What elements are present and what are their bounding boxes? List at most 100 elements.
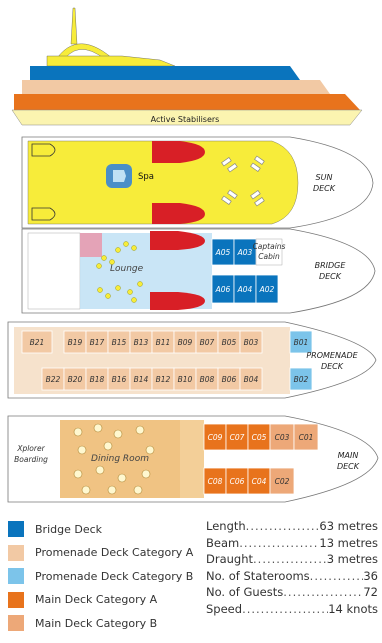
cabin-b01-label: B01	[294, 338, 309, 347]
spec-draught: Draught 3 metres	[206, 551, 378, 568]
mast	[70, 7, 78, 45]
cabin-a05-label: A05	[215, 248, 231, 257]
promenade-deck-name: PROMENADE	[306, 351, 358, 360]
sun-deck-floor	[27, 140, 299, 225]
cabin-b18-label: B18	[90, 375, 105, 384]
spec-beam: Beam 13 metres	[206, 535, 378, 552]
cabin-b02-label: B02	[294, 375, 309, 384]
legend-item-main-a: Main Deck Category A	[8, 591, 198, 609]
legend-item-promenade-b: Promenade Deck Category B	[8, 567, 198, 585]
sun-deck-profile	[46, 55, 176, 67]
dining-table-icons	[73, 423, 155, 495]
bridge-deck-profile	[30, 66, 300, 80]
spa-label: Spa	[138, 172, 154, 182]
spec-staterooms: No. of Staterooms 36	[206, 568, 378, 585]
ship-profile: Active Stabilisers	[11, 7, 363, 126]
legend-item-promenade-a: Promenade Deck Category A	[8, 544, 198, 562]
cabin-b02-box	[289, 367, 313, 391]
spec-value: 63 metres	[319, 519, 378, 533]
cabin-b16-label: B16	[112, 375, 127, 384]
lounge-furniture-icons	[96, 241, 143, 303]
promenade-deck-profile	[22, 80, 330, 94]
bridge-lower-red-block	[150, 292, 205, 310]
spa-icon	[113, 170, 126, 182]
cabin-b03-label: B03	[244, 338, 259, 347]
sun-deck-upper-red-block	[152, 141, 205, 163]
tender-boat-icon	[31, 143, 56, 157]
cabin-b04-box	[239, 367, 263, 391]
sun-deck-name-line2: DECK	[313, 184, 336, 193]
cabin-a04-label: A04	[237, 285, 253, 294]
captains-cabin	[255, 238, 283, 266]
cabin-c08-label: C08	[208, 477, 223, 486]
spec-value: 36	[363, 568, 378, 583]
legend-swatch	[8, 615, 24, 631]
spec-value: 3 metres	[326, 552, 378, 566]
spec-value: 13 metres	[319, 535, 378, 550]
legend-swatch	[8, 568, 24, 584]
cabin-c05-label: C05	[252, 433, 267, 442]
spec-label: No. of Guests	[206, 585, 284, 599]
spec-length: Length 63 metres	[206, 518, 378, 535]
dining-service-area	[180, 420, 204, 498]
cabin-b11-label: B11	[156, 338, 171, 347]
spec-leader-dots	[239, 535, 319, 552]
cabin-c01-box	[293, 423, 319, 451]
cabin-c06-label: C06	[230, 477, 245, 486]
cabin-c04-label: C04	[252, 477, 267, 486]
cabin-b13-label: B13	[134, 338, 149, 347]
lounger-icons	[221, 155, 265, 207]
sun-deck: Spa SUN DECK	[21, 136, 374, 229]
cabin-c07-label: C07	[230, 433, 245, 442]
cabin-b06-label: B06	[222, 375, 237, 384]
main-deck-profile	[14, 94, 360, 110]
legend-swatch	[8, 521, 24, 537]
cabin-b04-label: B04	[244, 375, 259, 384]
spec-value: 72	[363, 585, 378, 599]
cabin-a02-box	[255, 274, 279, 304]
spec-speed: Speed 14 knots	[206, 601, 378, 618]
cabin-a02-label: A02	[259, 285, 275, 294]
captains-cabin-label-line2: Cabin	[258, 252, 280, 261]
lounge-label: Lounge	[110, 264, 144, 274]
spec-leader-dots	[283, 584, 363, 601]
cabin-b14-label: B14	[134, 375, 149, 384]
spec-label: Speed	[206, 601, 243, 616]
legend: Bridge Deck Promenade Deck Category A Pr…	[8, 520, 198, 638]
legend-label: Main Deck Category B	[35, 616, 158, 630]
cabin-b19-label: B19	[68, 338, 83, 347]
cabin-b05-label: B05	[222, 338, 237, 347]
spec-label: Length	[206, 519, 246, 533]
bridge-aft-deck	[27, 232, 81, 310]
legend-item-bridge-deck: Bridge Deck	[8, 520, 198, 538]
captains-cabin-label: Captains	[253, 242, 286, 251]
legend-label: Main Deck Category A	[35, 593, 158, 606]
dining-room-label: Dining Room	[91, 454, 149, 464]
spec-leader-dots	[310, 568, 364, 585]
cabin-b09-label: B09	[178, 338, 193, 347]
legend-label: Promenade Deck Category B	[35, 569, 194, 583]
cabin-a03-label: A03	[237, 248, 253, 257]
spec-leader-dots	[242, 601, 328, 618]
spec-label: Draught	[206, 552, 254, 566]
cabin-b20-label: B20	[68, 375, 83, 384]
cabin-b12-label: B12	[156, 375, 171, 384]
cabin-b08-label: B08	[200, 375, 215, 384]
spec-guests: No. of Guests 72	[206, 584, 378, 601]
spec-label: Beam	[206, 535, 240, 550]
ship-specifications: Length 63 metres Beam 13 metres Draught …	[206, 518, 378, 617]
cabin-b17-label: B17	[90, 338, 105, 347]
cabin-b10-label: B10	[178, 375, 193, 384]
cabin-c03-label: C03	[275, 433, 290, 442]
spec-leader-dots	[246, 518, 320, 535]
legend-label: Promenade Deck Category A	[35, 546, 194, 559]
cabin-a06-label: A06	[215, 285, 231, 294]
bridge-deck-name: BRIDGE	[315, 261, 347, 270]
bridge-deck-name-line2: DECK	[319, 272, 342, 281]
sun-deck-lower-red-block	[152, 203, 205, 224]
